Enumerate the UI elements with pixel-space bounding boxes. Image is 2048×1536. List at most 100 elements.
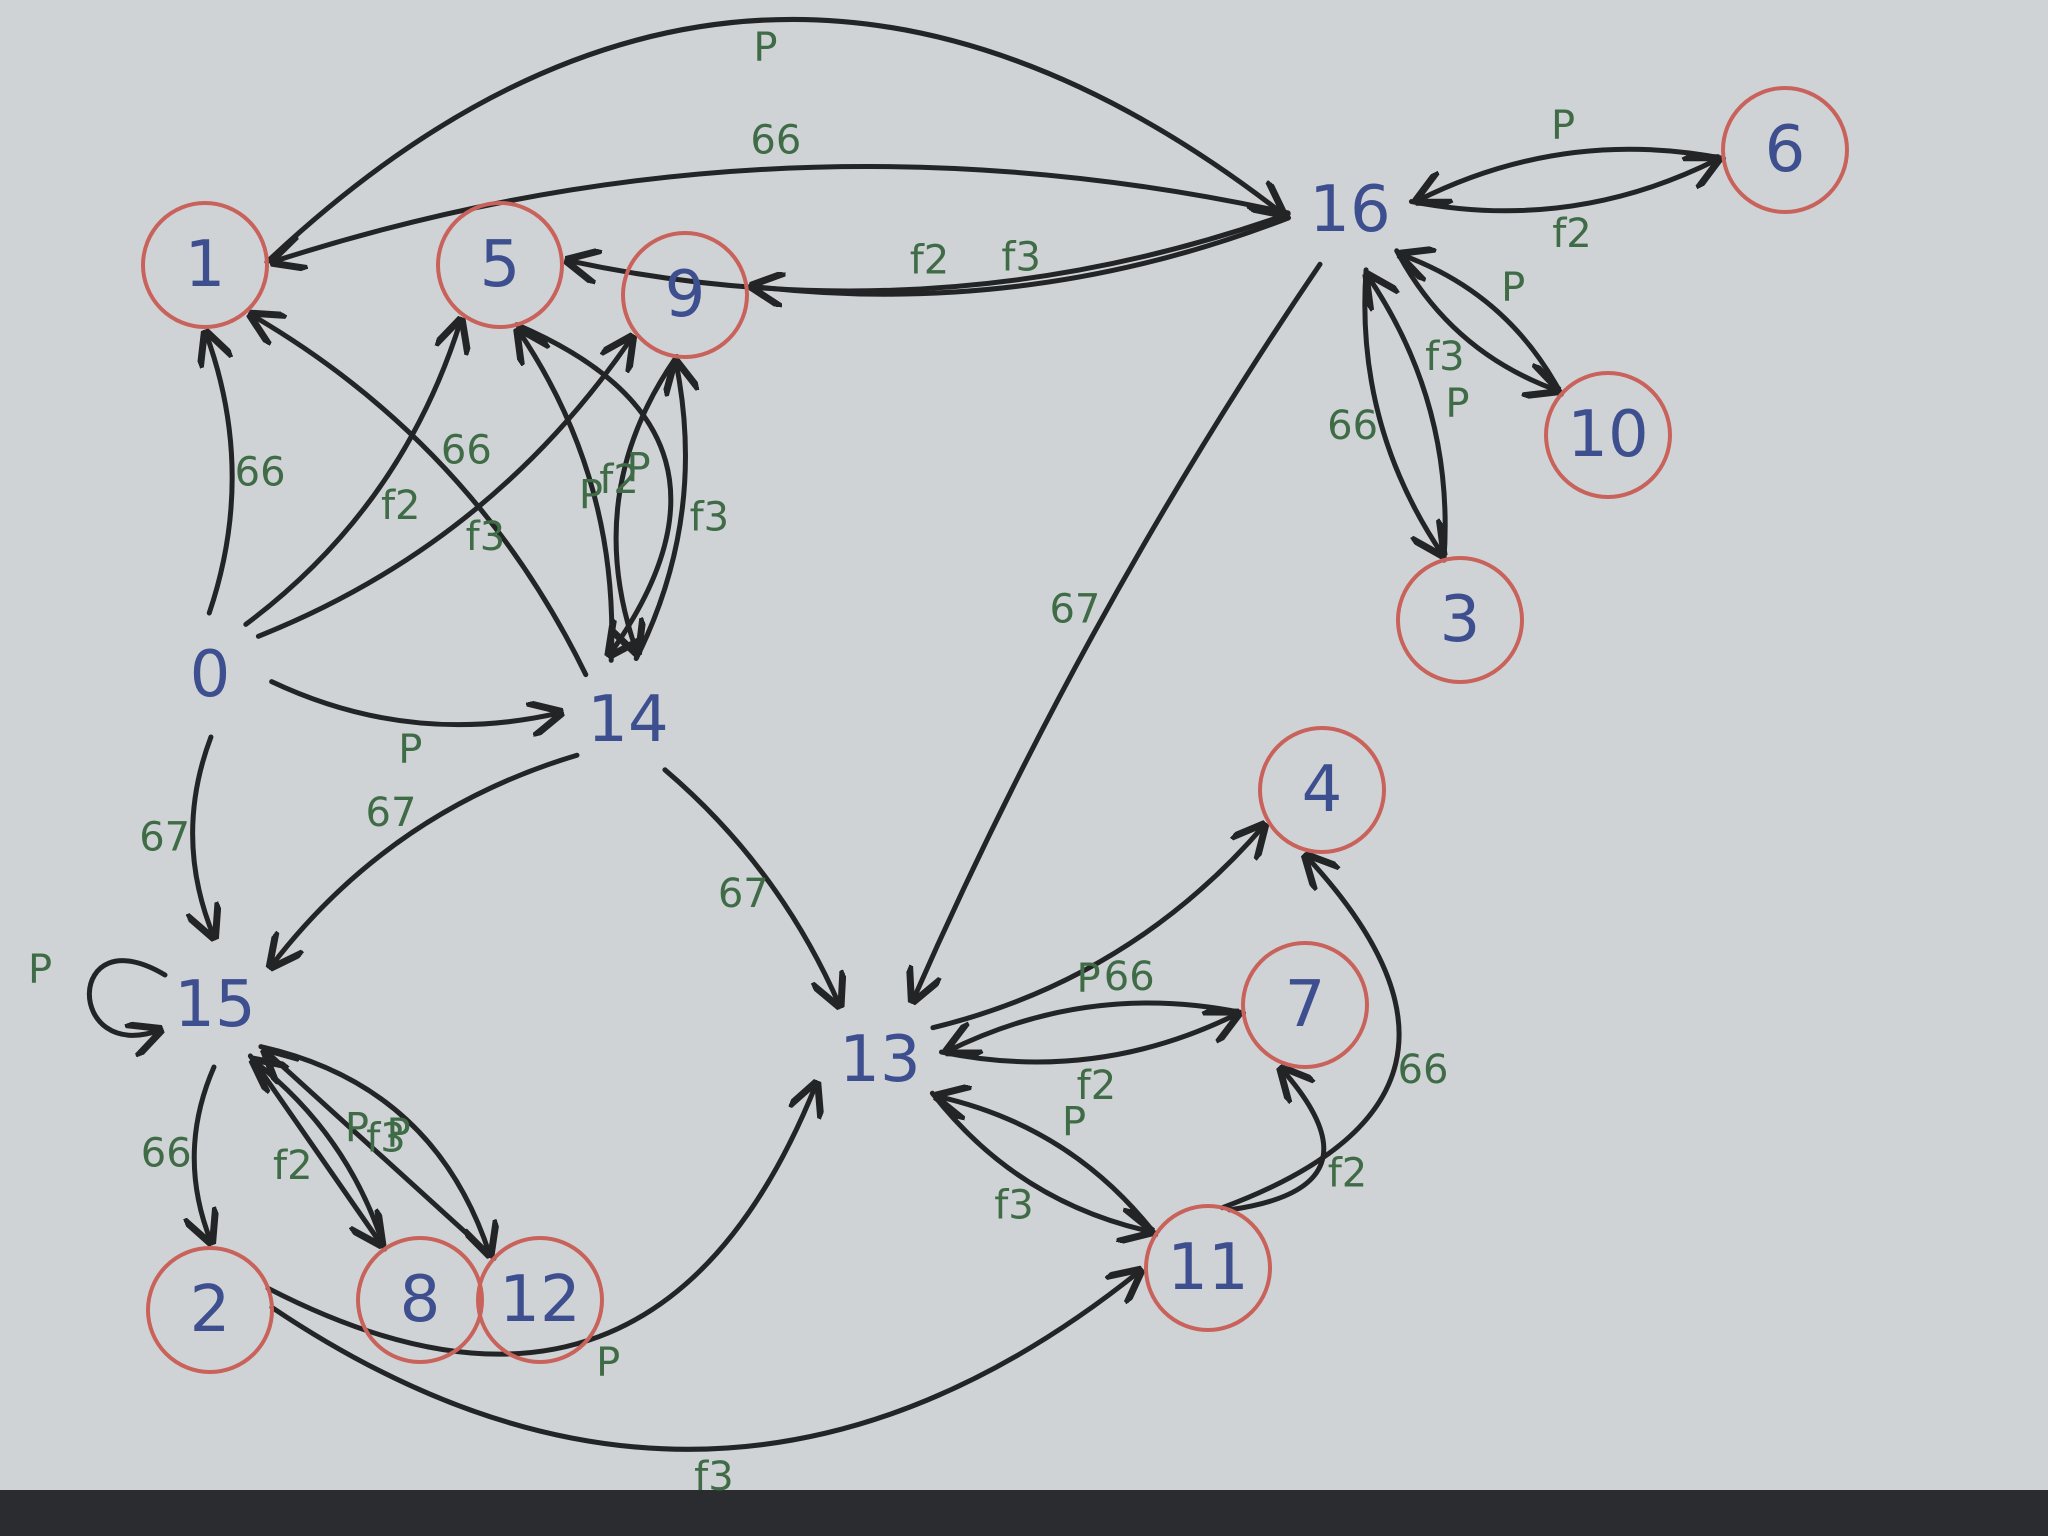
edge-n15-n12 [258,1044,490,1255]
state-12: 12 [476,1236,604,1364]
edge-layer [86,16,1727,1452]
edge-label: f3 [366,1116,406,1162]
edge-n16-n1 [273,164,1291,261]
edge-line [1368,276,1448,563]
state-8: 8 [356,1236,484,1364]
state-label: 4 [1302,753,1343,827]
edge-label: 66 [1398,1047,1449,1093]
state-2: 2 [146,1246,274,1374]
edge-n9-n14 [616,353,680,652]
edge-label: P [627,445,651,491]
state-6: 6 [1721,86,1849,214]
edge-label: P [1445,381,1469,427]
state-label: 9 [665,258,706,332]
state-0: 0 [190,638,231,712]
edge-line [1219,856,1402,1211]
edge-label: 66 [1104,954,1155,1000]
accepting-state-ring [1396,556,1524,684]
edge-n10-n16 [1401,255,1564,397]
accepting-state-ring [1258,726,1386,854]
state-5: 5 [436,201,564,329]
edge-line [913,261,1323,1000]
state-label: 3 [1440,583,1481,657]
edge-line [1408,159,1717,214]
edge-label: P [596,1340,620,1386]
edge-line [616,353,680,652]
edge-n0-n14 [269,679,561,725]
edge-label: f3 [466,514,506,560]
edge-line [193,734,214,937]
edge-line [633,362,685,662]
edge-n2-n13 [265,1084,816,1357]
edge-n2-n11 [269,1271,1140,1452]
edge-line [273,164,1291,261]
edge-label: 67 [718,871,769,917]
edge-label: P [1551,103,1575,149]
edge-label: 66 [235,449,286,495]
edge-n0-n15 [193,734,214,937]
edge-label: 66 [1327,403,1378,449]
edge-line [194,1064,214,1242]
edge-line [930,825,1264,1031]
edge-n14-n15 [271,752,580,966]
edge-n16-n5 [568,211,1291,294]
edge-label: P [1501,265,1525,311]
state-label: 1 [185,228,226,302]
edge-n5-n14 [514,322,674,655]
edge-line [269,679,561,725]
accepting-state-ring [436,201,564,329]
state-9: 9 [621,231,749,359]
edge-line [206,333,235,616]
edge-label: f3 [1001,235,1041,281]
edge-n14-n13 [662,767,840,1006]
whiteboard-surface [0,0,2048,1490]
edge-line [265,1051,497,1261]
edge-n0-n1 [206,333,235,616]
edge-n11-n13 [937,1096,1159,1238]
edge-n1-n16 [264,16,1282,265]
edge-n14-n9 [633,362,685,662]
state-15: 15 [174,968,255,1042]
edge-line [752,215,1291,294]
state-label: 13 [839,1023,920,1097]
state-16: 16 [1309,173,1390,247]
edge-label: f2 [599,457,639,503]
accepting-state-ring [1241,941,1369,1069]
state-label: 11 [1167,1231,1248,1305]
edge-line [1417,146,1727,200]
state-label: 12 [499,1263,580,1337]
edge-n13-n4 [930,825,1264,1031]
edge-line [86,958,165,1036]
edge-label: 66 [141,1131,192,1177]
edge-n15-n2 [194,1064,214,1242]
edge-n11-n7 [1226,1069,1327,1213]
edge-label: f3 [690,495,730,541]
state-label: 10 [1567,398,1648,472]
edge-n16-n6 [1408,159,1717,214]
state-4: 4 [1258,726,1386,854]
accepting-state-ring [1721,86,1849,214]
edge-line [271,752,580,966]
edge-n3-n16 [1368,276,1448,563]
accepting-state-ring [621,231,749,359]
edge-line [264,16,1282,265]
edge-line [265,1084,816,1357]
edge-label: f3 [694,1454,734,1500]
edge-label: f2 [381,483,421,529]
edge-n6-n16 [1417,146,1727,200]
edge-label: P [386,1111,410,1157]
edge-line [258,1044,490,1255]
state-11: 11 [1144,1204,1272,1332]
edge-label: f3 [994,1183,1034,1229]
accepting-state-ring [141,201,269,329]
edge-line [938,1014,1237,1065]
state-label: 14 [587,683,668,757]
accepting-state-ring [476,1236,604,1364]
edge-label: f2 [1077,1063,1117,1109]
edge-line [255,337,631,639]
state-label: 16 [1309,173,1390,247]
edge-line [518,330,615,663]
